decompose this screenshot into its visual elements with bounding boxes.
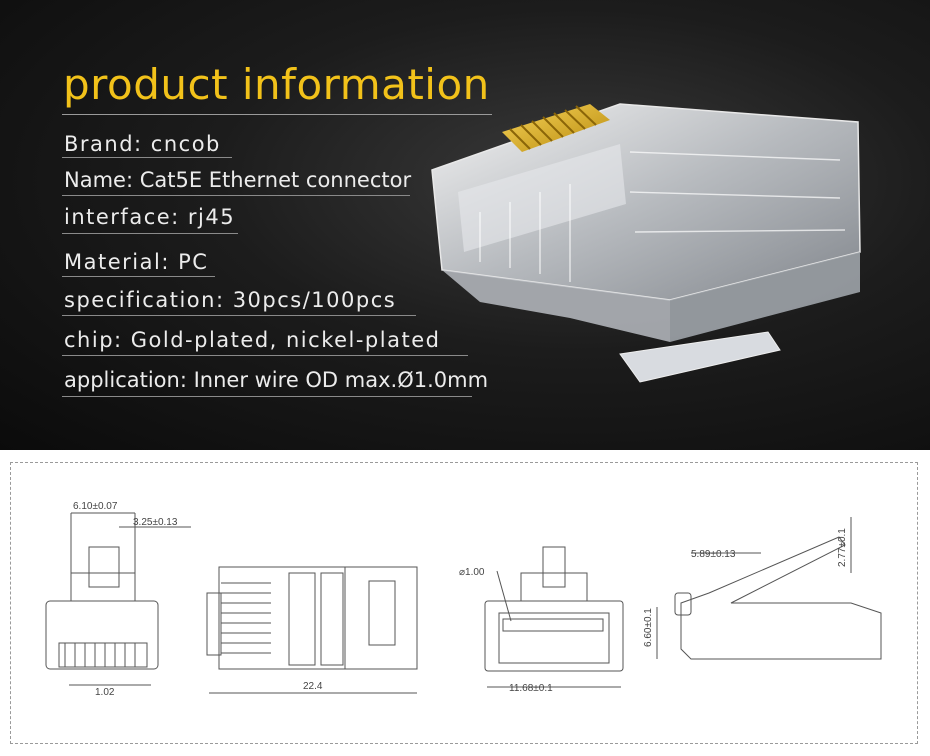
title-underline [62, 114, 492, 115]
spec-divider [62, 276, 215, 277]
dim-front-offset: 3.25±0.13 [133, 517, 178, 528]
spec-brand: Brand: cncob [64, 132, 221, 156]
rear-view [484, 546, 624, 688]
spec-interface: interface: rj45 [64, 205, 236, 229]
spec-chip: chip: Gold-plated, nickel-plated [64, 328, 441, 352]
front-view [45, 512, 191, 686]
spec-divider [62, 315, 416, 316]
spec-divider [62, 355, 468, 356]
dim-latch-offset: 5.89±0.13 [691, 549, 736, 560]
dimension-drawings: 6.10±0.07 3.25±0.13 1.02 22.4 ⌀1.00 [45, 501, 882, 698]
top-view [206, 566, 418, 694]
spec-material: Material: PC [64, 250, 209, 274]
rj45-connector-image [431, 103, 861, 383]
spec-divider [62, 233, 238, 234]
spec-divider [62, 195, 410, 196]
page-title: product information [63, 60, 490, 109]
product-info-banner: product information Brand: cncob Name: C… [0, 0, 930, 450]
dim-wire-diameter: ⌀1.00 [459, 567, 485, 578]
spec-application: application: Inner wire OD max.Ø1.0mm [64, 368, 489, 392]
dim-latch-height: 2.77±0.1 [837, 528, 848, 567]
spec-divider [62, 157, 232, 158]
technical-drawings: 6.10±0.07 3.25±0.13 1.02 22.4 ⌀1.00 [10, 462, 918, 744]
dim-body-height: 6.60±0.1 [643, 608, 654, 647]
side-view [656, 517, 882, 660]
spec-name: Name: Cat5E Ethernet connector [64, 168, 412, 192]
dim-length: 22.4 [303, 681, 323, 692]
dim-front-width: 6.10±0.07 [73, 501, 118, 512]
spec-divider [62, 396, 472, 397]
spec-specification: specification: 30pcs/100pcs [64, 288, 397, 312]
dim-pin-pitch: 1.02 [95, 687, 115, 698]
dim-rear-width: 11.68±0.1 [509, 683, 553, 694]
